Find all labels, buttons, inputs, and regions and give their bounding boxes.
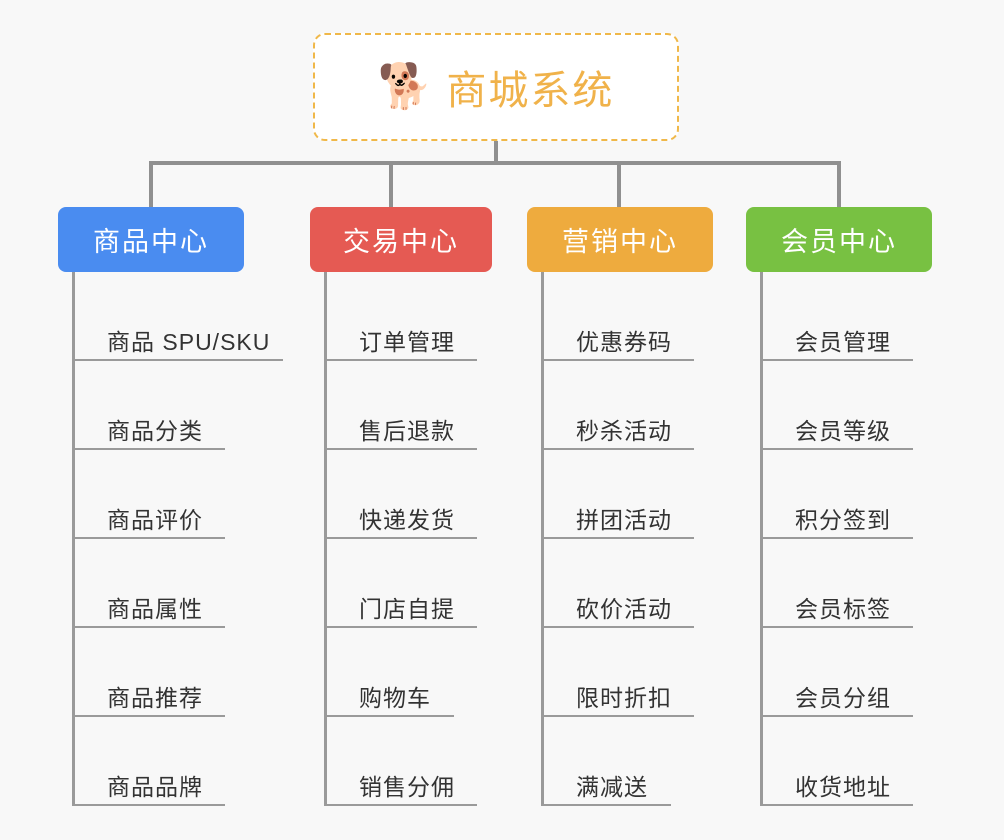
branch-items-member-center: 会员管理会员等级积分签到会员标签会员分组收货地址 xyxy=(760,272,932,806)
leaf-label: 优惠券码 xyxy=(576,329,672,355)
leaf-underline xyxy=(544,715,694,717)
leaf-label: 商品品牌 xyxy=(107,774,203,800)
leaf-label: 商品推荐 xyxy=(107,685,203,711)
leaf-node[interactable]: 商品推荐 xyxy=(75,628,244,717)
branch-product-center: 商品中心商品 SPU/SKU 商品分类商品评价商品属性商品推荐商品品牌 xyxy=(58,207,283,806)
leaf-underline xyxy=(327,359,477,361)
leaf-label: 秒杀活动 xyxy=(576,418,672,444)
leaf-underline xyxy=(75,537,225,539)
leaf-node[interactable]: 商品分类 xyxy=(75,361,244,450)
leaf-node[interactable]: 售后退款 xyxy=(327,361,492,450)
leaf-label: 售后退款 xyxy=(359,418,455,444)
leaf-underline xyxy=(327,537,477,539)
leaf-underline xyxy=(544,804,671,806)
leaf-label: 满减送 xyxy=(576,774,648,800)
leaf-label: 门店自提 xyxy=(359,596,455,622)
leaf-underline xyxy=(327,804,477,806)
branch-header-label: 营销中心 xyxy=(562,227,678,257)
branch-header-trade-center[interactable]: 交易中心 xyxy=(310,207,492,272)
leaf-node[interactable]: 秒杀活动 xyxy=(544,361,713,450)
leaf-underline xyxy=(544,359,694,361)
leaf-underline xyxy=(763,626,913,628)
leaf-underline xyxy=(327,448,477,450)
leaf-node[interactable]: 商品属性 xyxy=(75,539,244,628)
leaf-label: 销售分佣 xyxy=(359,774,455,800)
leaf-label: 会员管理 xyxy=(795,329,891,355)
leaf-node[interactable]: 拼团活动 xyxy=(544,450,713,539)
connector-drop-product-center xyxy=(149,161,153,208)
leaf-label: 收货地址 xyxy=(795,774,891,800)
shiba-dog-face-icon: 🐕 xyxy=(377,62,433,111)
leaf-underline xyxy=(75,448,225,450)
leaf-label: 拼团活动 xyxy=(576,507,672,533)
branch-items-product-center: 商品 SPU/SKU 商品分类商品评价商品属性商品推荐商品品牌 xyxy=(72,272,283,806)
leaf-label: 砍价活动 xyxy=(576,596,672,622)
branch-header-product-center[interactable]: 商品中心 xyxy=(58,207,244,272)
leaf-label: 会员标签 xyxy=(795,596,891,622)
connector-drop-member-center xyxy=(837,161,841,208)
root-node[interactable]: 🐕 商城系统 xyxy=(313,33,679,141)
leaf-node[interactable]: 销售分佣 xyxy=(327,717,492,806)
leaf-node[interactable]: 商品品牌 xyxy=(75,717,244,806)
leaf-underline xyxy=(327,626,477,628)
branch-items-trade-center: 订单管理售后退款快递发货门店自提购物车销售分佣 xyxy=(324,272,492,806)
leaf-node[interactable]: 会员标签 xyxy=(763,539,932,628)
leaf-label: 限时折扣 xyxy=(576,685,672,711)
leaf-node[interactable]: 购物车 xyxy=(327,628,492,717)
leaf-node[interactable]: 会员等级 xyxy=(763,361,932,450)
branch-header-member-center[interactable]: 会员中心 xyxy=(746,207,932,272)
leaf-label: 商品评价 xyxy=(107,507,203,533)
leaf-underline xyxy=(544,537,694,539)
connector-horizontal-bus xyxy=(149,161,841,165)
leaf-node[interactable]: 快递发货 xyxy=(327,450,492,539)
leaf-label: 会员分组 xyxy=(795,685,891,711)
leaf-node[interactable]: 砍价活动 xyxy=(544,539,713,628)
leaf-node[interactable]: 满减送 xyxy=(544,717,713,806)
branch-header-label: 交易中心 xyxy=(343,227,459,257)
leaf-node[interactable]: 商品评价 xyxy=(75,450,244,539)
leaf-underline xyxy=(75,804,225,806)
leaf-underline xyxy=(327,715,454,717)
leaf-node[interactable]: 订单管理 xyxy=(327,272,492,361)
leaf-label: 购物车 xyxy=(359,685,431,711)
leaf-node[interactable]: 门店自提 xyxy=(327,539,492,628)
branch-member-center: 会员中心会员管理会员等级积分签到会员标签会员分组收货地址 xyxy=(746,207,932,806)
leaf-label: 商品属性 xyxy=(107,596,203,622)
connector-drop-marketing-center xyxy=(617,161,621,208)
branch-header-marketing-center[interactable]: 营销中心 xyxy=(527,207,713,272)
connector-root-stem xyxy=(494,141,498,164)
leaf-underline xyxy=(763,448,913,450)
leaf-underline xyxy=(544,448,694,450)
leaf-underline xyxy=(763,359,913,361)
leaf-underline xyxy=(763,715,913,717)
leaf-label: 快递发货 xyxy=(359,507,455,533)
leaf-label: 积分签到 xyxy=(795,507,891,533)
leaf-node[interactable]: 商品 SPU/SKU xyxy=(75,272,283,361)
leaf-underline xyxy=(763,804,913,806)
leaf-label: 商品分类 xyxy=(107,418,203,444)
leaf-label: 会员等级 xyxy=(795,418,891,444)
leaf-label: 商品 SPU/SKU xyxy=(107,329,271,355)
leaf-node[interactable]: 限时折扣 xyxy=(544,628,713,717)
branch-items-marketing-center: 优惠券码秒杀活动拼团活动砍价活动限时折扣满减送 xyxy=(541,272,713,806)
leaf-node[interactable]: 收货地址 xyxy=(763,717,932,806)
branch-marketing-center: 营销中心优惠券码秒杀活动拼团活动砍价活动限时折扣满减送 xyxy=(527,207,713,806)
connector-drop-trade-center xyxy=(389,161,393,208)
root-title: 商城系统 xyxy=(446,69,615,113)
leaf-underline xyxy=(544,626,694,628)
leaf-underline xyxy=(75,715,225,717)
branch-header-label: 会员中心 xyxy=(781,227,897,257)
leaf-node[interactable]: 会员分组 xyxy=(763,628,932,717)
branch-header-label: 商品中心 xyxy=(93,227,209,257)
leaf-label: 订单管理 xyxy=(359,329,455,355)
leaf-node[interactable]: 优惠券码 xyxy=(544,272,713,361)
leaf-node[interactable]: 会员管理 xyxy=(763,272,932,361)
leaf-node[interactable]: 积分签到 xyxy=(763,450,932,539)
branch-trade-center: 交易中心订单管理售后退款快递发货门店自提购物车销售分佣 xyxy=(310,207,492,806)
leaf-underline xyxy=(75,626,225,628)
leaf-underline xyxy=(763,537,913,539)
leaf-underline xyxy=(75,359,283,361)
